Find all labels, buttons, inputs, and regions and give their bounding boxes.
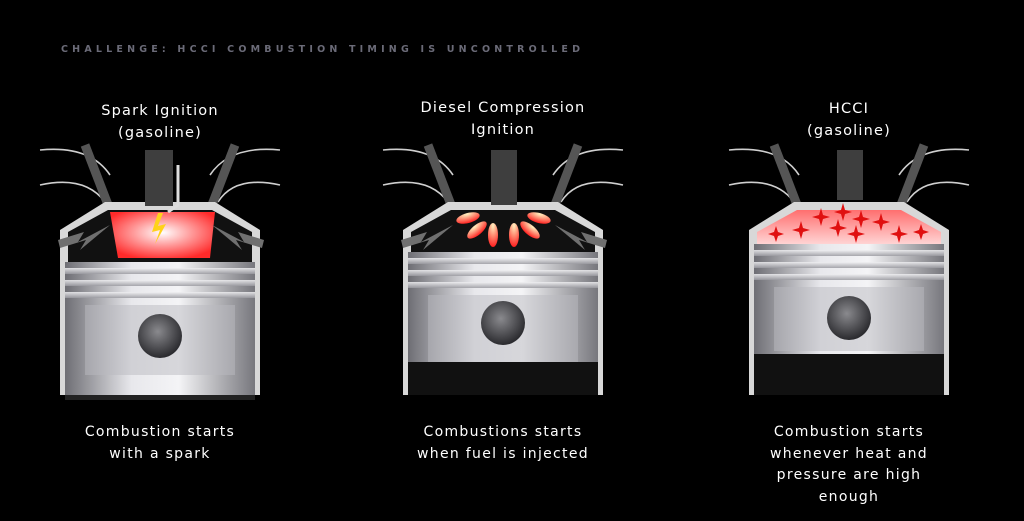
panel-diesel: Diesel Compression Ignition Combustions — [373, 0, 633, 521]
arrow-icon — [212, 225, 264, 250]
panel-hcci: HCCI (gasoline) Combustion — [719, 0, 979, 521]
panel-title-spark: Spark Ignition (gasoline) — [101, 103, 219, 141]
panel-caption-spark: Combustion starts with a spark — [84, 424, 236, 462]
spark-engine-diagram — [39, 143, 281, 400]
arrow-icon — [555, 225, 607, 250]
piston-pin — [481, 301, 525, 345]
panel-caption-diesel: Combustions starts when fuel is injected — [417, 424, 589, 462]
piston-pin — [827, 296, 871, 340]
arrow-icon — [58, 225, 110, 250]
spark-flame — [110, 212, 215, 258]
fuel-spray — [456, 212, 551, 247]
hcci-spark-icons — [768, 203, 929, 243]
panel-caption-hcci: Combustion starts whenever heat and pres… — [770, 424, 928, 505]
hcci-glow — [757, 210, 941, 244]
slide-kicker: CHALLENGE: HCCI COMBUSTION TIMING IS UNC… — [61, 44, 585, 55]
spark-bolt-icon — [152, 213, 166, 244]
arrow-icon — [401, 225, 453, 250]
hcci-engine-diagram — [728, 143, 970, 395]
panel-spark-ignition: Spark Ignition (gasoline) Combustion sta… — [30, 0, 290, 521]
piston-pin — [138, 314, 182, 358]
panel-title-diesel: Diesel Compression Ignition — [420, 100, 586, 138]
panel-title-hcci: HCCI (gasoline) — [807, 101, 891, 139]
diesel-engine-diagram — [382, 143, 624, 395]
